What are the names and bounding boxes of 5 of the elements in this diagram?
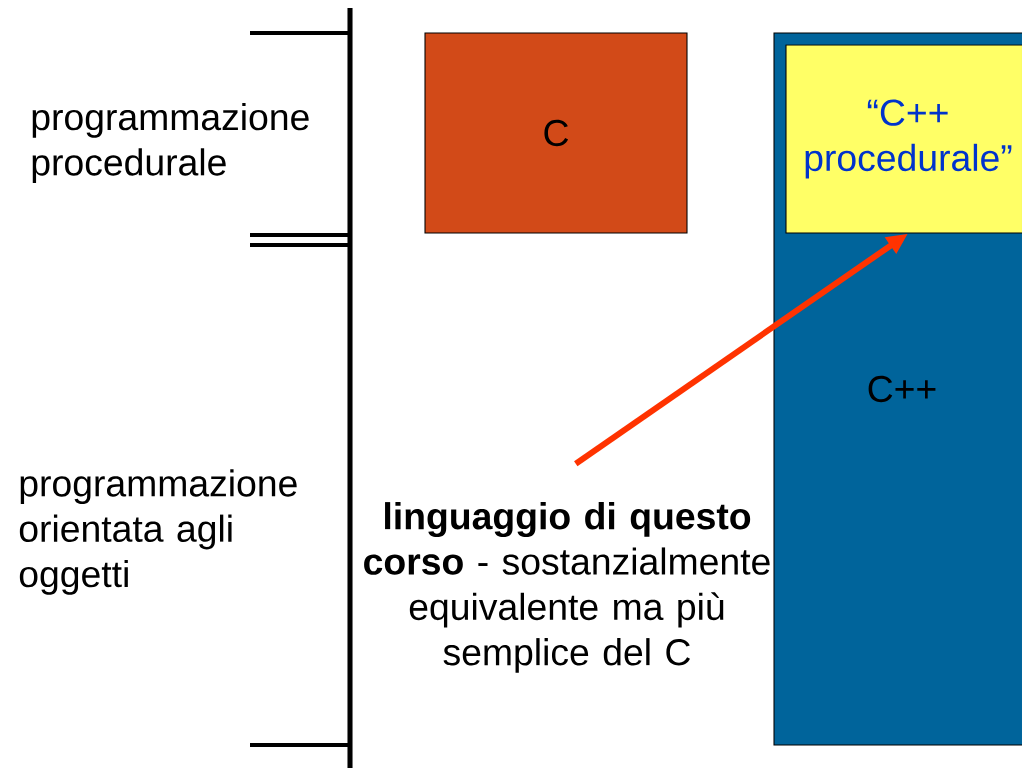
section-label: programmazione orientata agli oggetti [19,469,297,595]
note-text: linguaggio di questo corso - sostanzialmente equivalente ma più semplice del C [364,502,770,673]
section-label: programmazione procedurale [32,102,309,184]
language-box: C [424,32,688,234]
subset-box: “C++ procedurale” [785,44,1022,234]
